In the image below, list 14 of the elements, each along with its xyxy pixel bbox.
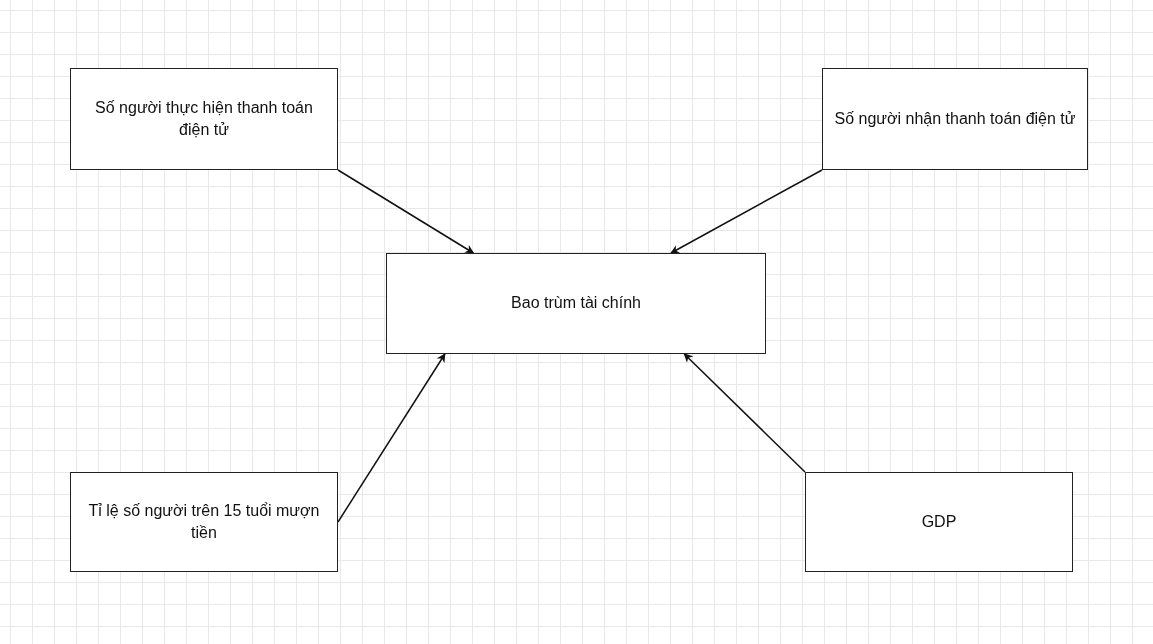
process-box — [70, 68, 338, 170]
process-box — [805, 472, 1073, 572]
box-label: Số người nhận thanh toán điện tử — [834, 108, 1076, 129]
arrow — [337, 353, 446, 523]
arrow — [337, 169, 475, 254]
process-box — [70, 472, 338, 572]
box-label: Số người thực hiện thanh toán điện tử — [94, 97, 314, 140]
process-box — [386, 253, 766, 354]
box-label: Tỉ lệ số người trên 15 tuổi mượn tiền — [87, 500, 321, 543]
process-box — [822, 68, 1088, 170]
arrow — [670, 169, 823, 254]
box-label: Bao trùm tài chính — [511, 293, 641, 314]
arrow — [683, 353, 806, 473]
box-label: GDP — [921, 511, 957, 532]
